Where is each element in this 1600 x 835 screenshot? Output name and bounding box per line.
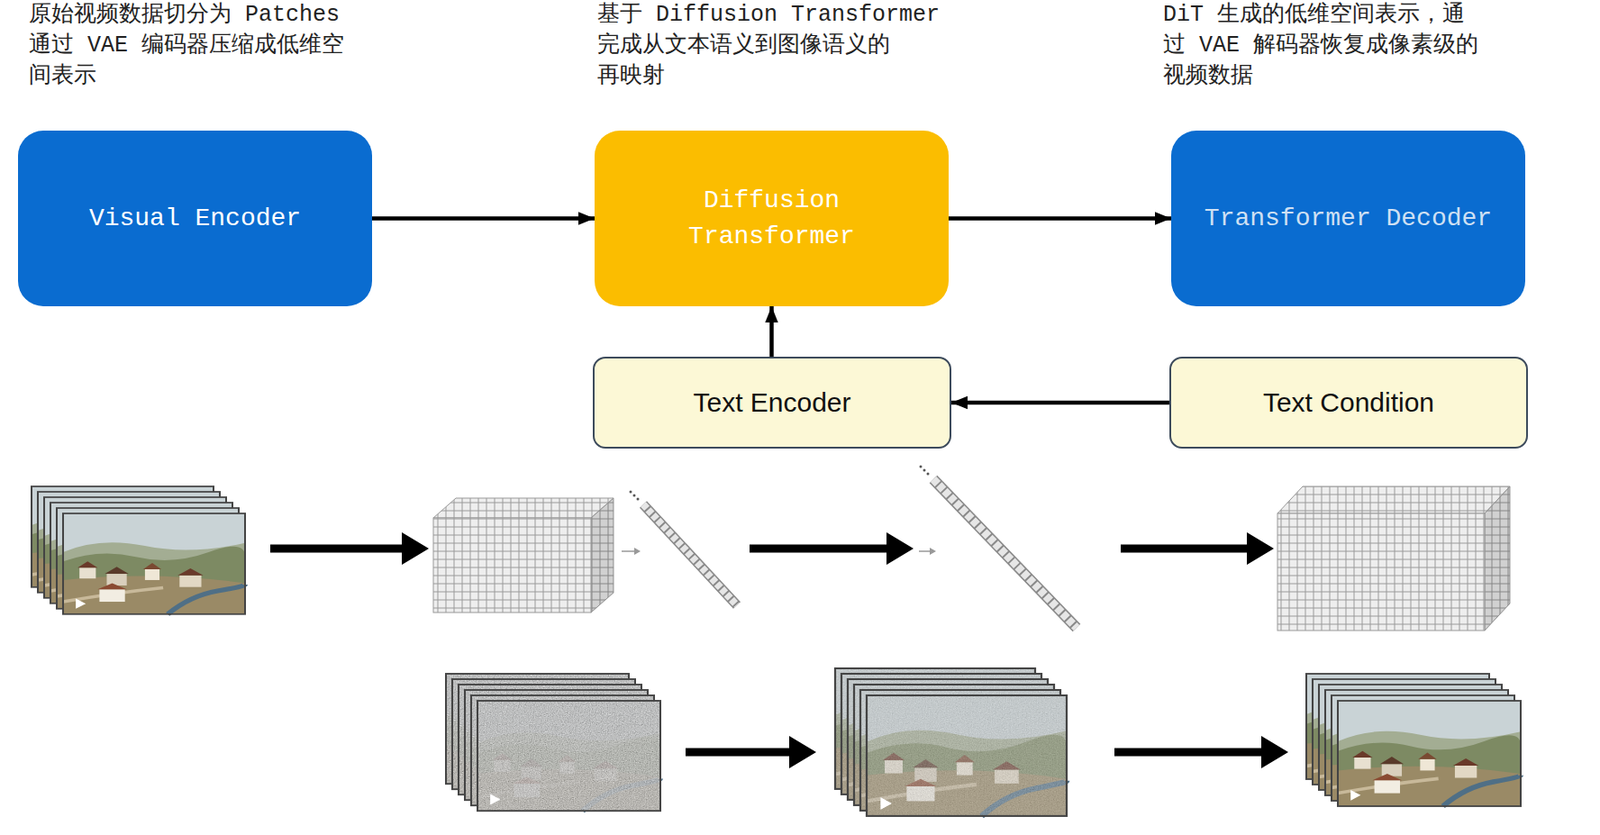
line [643, 504, 737, 606]
polygon [1484, 486, 1510, 631]
latent-cube [1277, 486, 1510, 631]
flow-arrow [951, 400, 1170, 406]
small-arrow [918, 547, 937, 555]
polygon [929, 547, 937, 555]
big-arrow [685, 736, 817, 769]
circle [923, 469, 927, 473]
text-encoder-box: Text Encoder [592, 356, 952, 449]
line [1114, 748, 1264, 757]
transformer-box: Diffusion Transformer [594, 130, 949, 307]
rect [433, 518, 591, 613]
polygon [634, 547, 641, 555]
clean-frames [1306, 673, 1521, 807]
use [477, 700, 661, 811]
circle [636, 498, 640, 501]
circle [633, 494, 637, 498]
annotation-text: 原始视频数据切分为 Patches 通过 VAE 编码器压缩成低维空 间表示 [28, 0, 372, 92]
decoder-box: Transformer Decoder [1171, 130, 1526, 307]
line [643, 504, 737, 606]
line [270, 545, 404, 554]
polygon [401, 532, 429, 565]
latent-cube [433, 498, 614, 613]
polygon [1246, 532, 1274, 565]
polygon [1277, 486, 1510, 514]
line [749, 545, 889, 554]
annotation-text: 基于 Diffusion Transformer 完成从文本语义到图像语义的 再… [597, 0, 958, 92]
circle [927, 472, 930, 476]
video-frames [31, 486, 246, 615]
line [685, 748, 791, 757]
node-label: Diffusion Transformer [630, 182, 913, 255]
condition-box: Text Condition [1169, 356, 1528, 449]
flow-arrow [372, 216, 595, 221]
patch-sequence [629, 490, 738, 607]
noisy-frames [445, 673, 661, 811]
polygon [590, 498, 614, 613]
polygon [886, 532, 914, 565]
circle [919, 465, 923, 469]
polygon [433, 498, 614, 519]
big-arrow [1120, 532, 1274, 565]
flow-arrow [948, 216, 1172, 221]
encoder-box: Visual Encoder [18, 130, 373, 307]
annotation-text: DiT 生成的低维空间表示，通 过 VAE 解码器恢复成像素级的 视频数据 [1163, 0, 1490, 92]
node-label: Text Condition [1263, 386, 1435, 419]
polygon [1484, 486, 1510, 631]
polygon [789, 736, 817, 769]
flow-arrow [769, 306, 774, 357]
line [933, 479, 1077, 628]
patch-sequence [919, 465, 1078, 629]
big-arrow [1114, 736, 1289, 769]
use [1337, 700, 1521, 807]
line [1120, 545, 1249, 554]
rect [1277, 513, 1485, 631]
big-arrow [749, 532, 914, 565]
use [866, 695, 1067, 817]
small-arrow [621, 547, 641, 555]
big-arrow [270, 532, 429, 565]
node-label: Text Encoder [692, 386, 851, 419]
node-label: Visual Encoder [89, 200, 301, 237]
use [63, 513, 246, 615]
circle [629, 490, 633, 494]
line [933, 479, 1077, 628]
partly-denoised-frames [835, 668, 1067, 817]
node-label: Transformer Decoder [1204, 200, 1492, 237]
polygon [1261, 736, 1289, 769]
polygon [590, 498, 614, 613]
